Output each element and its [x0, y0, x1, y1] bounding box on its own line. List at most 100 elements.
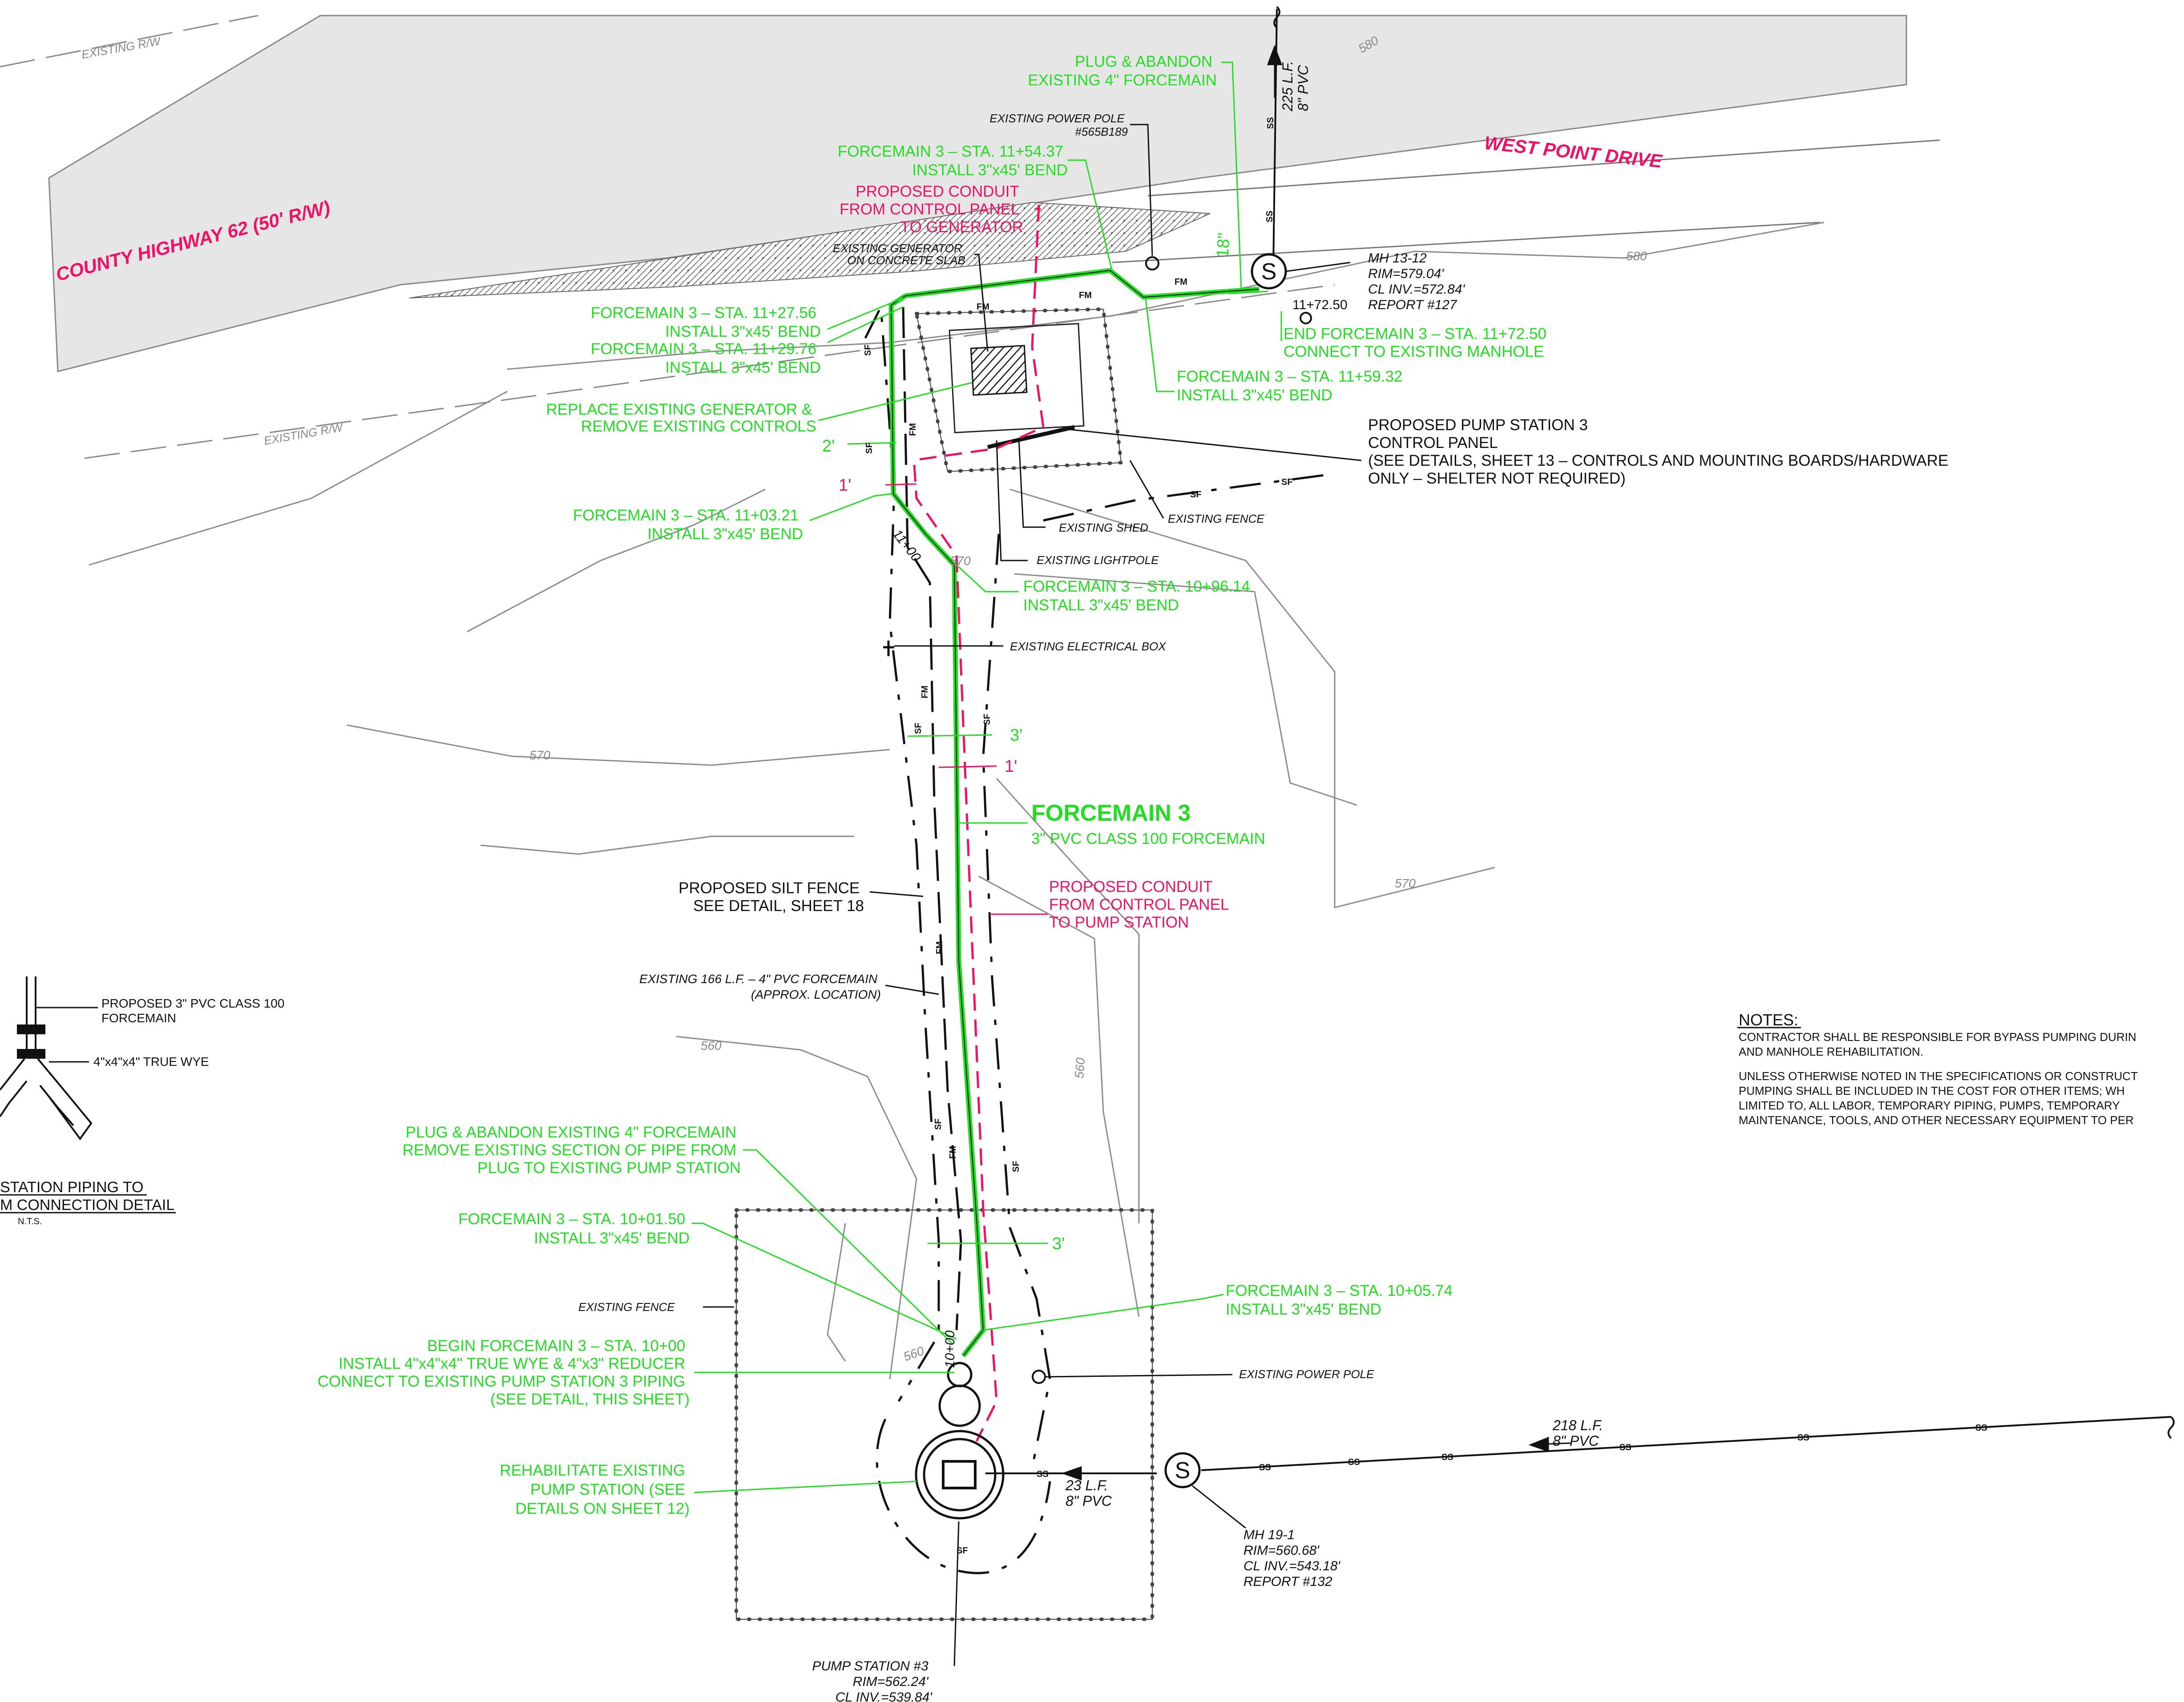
detail-title-2: M CONNECTION DETAIL [0, 1197, 174, 1214]
detail-wye-label: 4"x4"x4" TRUE WYE [93, 1055, 209, 1069]
detail-collar-2 [17, 1049, 45, 1059]
leader-replace-gen [818, 382, 973, 421]
contour-570-b [467, 488, 766, 633]
silt-fence [864, 302, 1335, 1574]
dim-2-label: 2' [822, 437, 835, 456]
concrete-slab [949, 323, 1085, 434]
contour-580-b [89, 391, 508, 566]
wye-detail-text: PROPOSED 3" PVC CLASS 100 FORCEMAIN 4"x4… [0, 996, 288, 1226]
pipe-218-label: 218 L.F. 8" PVC [1552, 1417, 1607, 1449]
leader-fm-1103 [809, 493, 892, 521]
leader-power-pole-top [1130, 124, 1153, 256]
leader-exist-generator [974, 254, 989, 352]
fences [735, 307, 1154, 1621]
sf-marker-6: SF [1011, 1161, 1021, 1172]
sf-marker-3: SF [913, 722, 923, 734]
ss-marker-4: SS [1441, 1452, 1453, 1462]
west-point-drive-edge-2 [1112, 222, 1820, 263]
red-callouts: PROPOSED CONDUIT FROM CONTROL PANEL TO G… [840, 183, 1229, 931]
sf-marker-2: SF [864, 442, 874, 454]
contour-label-560-mid: 560 [1072, 1057, 1087, 1079]
utility-symbols [883, 256, 1312, 1384]
contour-570-c [480, 835, 854, 855]
leader-exist-fence [1129, 460, 1164, 519]
dim-18-line [1227, 290, 1268, 294]
power-pole-top-label: EXISTING POWER POLE #565B189 [989, 112, 1128, 138]
detail-nts: N.T.S. [18, 1217, 42, 1226]
contour-label-570-light: 570 [950, 554, 971, 568]
west-point-drive-edge [1147, 139, 1940, 197]
existing-rw-line-top [0, 15, 258, 68]
line-markers: FM FM FM FM FM FM FM SF SF SF SF SF SF S… [863, 117, 1987, 1556]
conduit-to-pump-station [913, 464, 998, 1442]
mh-19-1-symbol [1164, 1452, 1201, 1488]
silt-fence-west [864, 302, 940, 1402]
ss-marker-2: SS [1259, 1463, 1271, 1472]
leader-fm-1127 [827, 297, 904, 330]
road-areas [0, 15, 1940, 459]
replace-generator-label: REPLACE EXISTING GENERATOR & REMOVE EXIS… [546, 401, 816, 435]
fm-1005-label: FORCEMAIN 3 – STA. 10+05.74 INSTALL 3"x4… [1226, 1282, 1457, 1318]
existing-lightpole-label: EXISTING LIGHTPOLE [1037, 553, 1159, 567]
existing-fence-top-label: EXISTING FENCE [1168, 512, 1264, 525]
detail-pvc-label: PROPOSED 3" PVC CLASS 100 FORCEMAIN [101, 996, 288, 1025]
leader-exist-lightpole [996, 440, 1028, 561]
forcemain-3-outline [890, 270, 1260, 1356]
flow-arrows [1061, 44, 1571, 1481]
wet-well-inner [923, 1438, 997, 1512]
silt-fence-east [982, 533, 1051, 1468]
dim-1-mid-line [938, 765, 997, 768]
leader-control-panel [1067, 428, 1362, 461]
contour-labels: 580 580 570 570 570 560 560 560 [529, 33, 1647, 1364]
detail-title-1: STATION PIPING TO [0, 1179, 143, 1196]
arrow-east [1528, 1436, 1549, 1452]
leader-lines [692, 61, 1362, 1666]
existing-forcemain [902, 307, 962, 1331]
leader-power-pole-bottom [1045, 1374, 1233, 1378]
leader-fm-1159 [1145, 298, 1175, 392]
leader-fm-1001 [692, 1222, 957, 1340]
leader-rehab [694, 1480, 917, 1493]
existing-shed-label: EXISTING SHED [1059, 521, 1148, 534]
dim-3-mid-label: 3' [1010, 726, 1022, 745]
rehab-label: REHABILITATE EXISTING PUMP STATION (SEE … [500, 1462, 690, 1517]
dimension-marks [847, 290, 1268, 1244]
existing-generator-label: EXISTING GENERATOR ON CONCRETE SLAB [833, 242, 965, 267]
sewer-break-east [2168, 1416, 2175, 1439]
green-callouts: PLUG & ABANDON EXISTING 4" FORCEMAIN FOR… [318, 53, 1546, 1517]
fm-marker-3: FM [1175, 277, 1187, 287]
leader-plug-top [1221, 61, 1242, 290]
dim-3-bot-label: 3' [1052, 1234, 1065, 1253]
ss-marker-8: SS [1265, 210, 1275, 222]
dim-1-top-line [885, 483, 917, 486]
leader-end-fm [1280, 311, 1282, 341]
contour-560-c [978, 875, 1140, 1317]
existing-power-pole-label: EXISTING POWER POLE [1239, 1367, 1374, 1381]
begin-fm-label: BEGIN FORCEMAIN 3 – STA. 10+00 INSTALL 4… [318, 1337, 690, 1408]
leader-silt-fence [869, 891, 924, 897]
manholes: S S [1164, 253, 1287, 1488]
dim-1-mid-label: 1' [1005, 757, 1017, 776]
arrow-east-shaft [1548, 1442, 1571, 1445]
station-1000-label: 10+00 [943, 1330, 957, 1368]
ss-marker-7: SS [1975, 1423, 1987, 1433]
contour-570-e [1014, 573, 1357, 806]
sf-marker-8: SF [1281, 477, 1293, 487]
existing-rw-top: EXISTING R/W [81, 34, 162, 61]
silt-fence-pump-arc [876, 1418, 1051, 1574]
dim-18-label: 18" [1213, 232, 1234, 258]
fm-1096-label: FORCEMAIN 3 – STA. 10+96.14 INSTALL 3"x4… [1023, 578, 1255, 614]
fm-marker-6: FM [935, 941, 945, 954]
dim-2-line [847, 442, 897, 445]
existing-fm-label: EXISTING 166 L.F. – 4" PVC FORCEMAIN (AP… [639, 972, 881, 1001]
pump-station-symbol [915, 1362, 1005, 1520]
leader-plug-bottom [743, 1149, 953, 1344]
fm-marker-5: FM [920, 686, 930, 698]
existing-rw-mid: EXISTING R/W [263, 420, 345, 448]
mh-13-12-label: MH 13-12 RIM=579.04' CL INV.=572.84' REP… [1368, 251, 1469, 312]
wye-detail-drawing [0, 976, 176, 1214]
sf-marker-7: SF [1190, 490, 1202, 500]
mh-13-12-s: S [1261, 259, 1277, 285]
notes-line-3: UNLESS OTHERWISE NOTED IN THE SPECIFICAT… [1739, 1069, 2138, 1083]
